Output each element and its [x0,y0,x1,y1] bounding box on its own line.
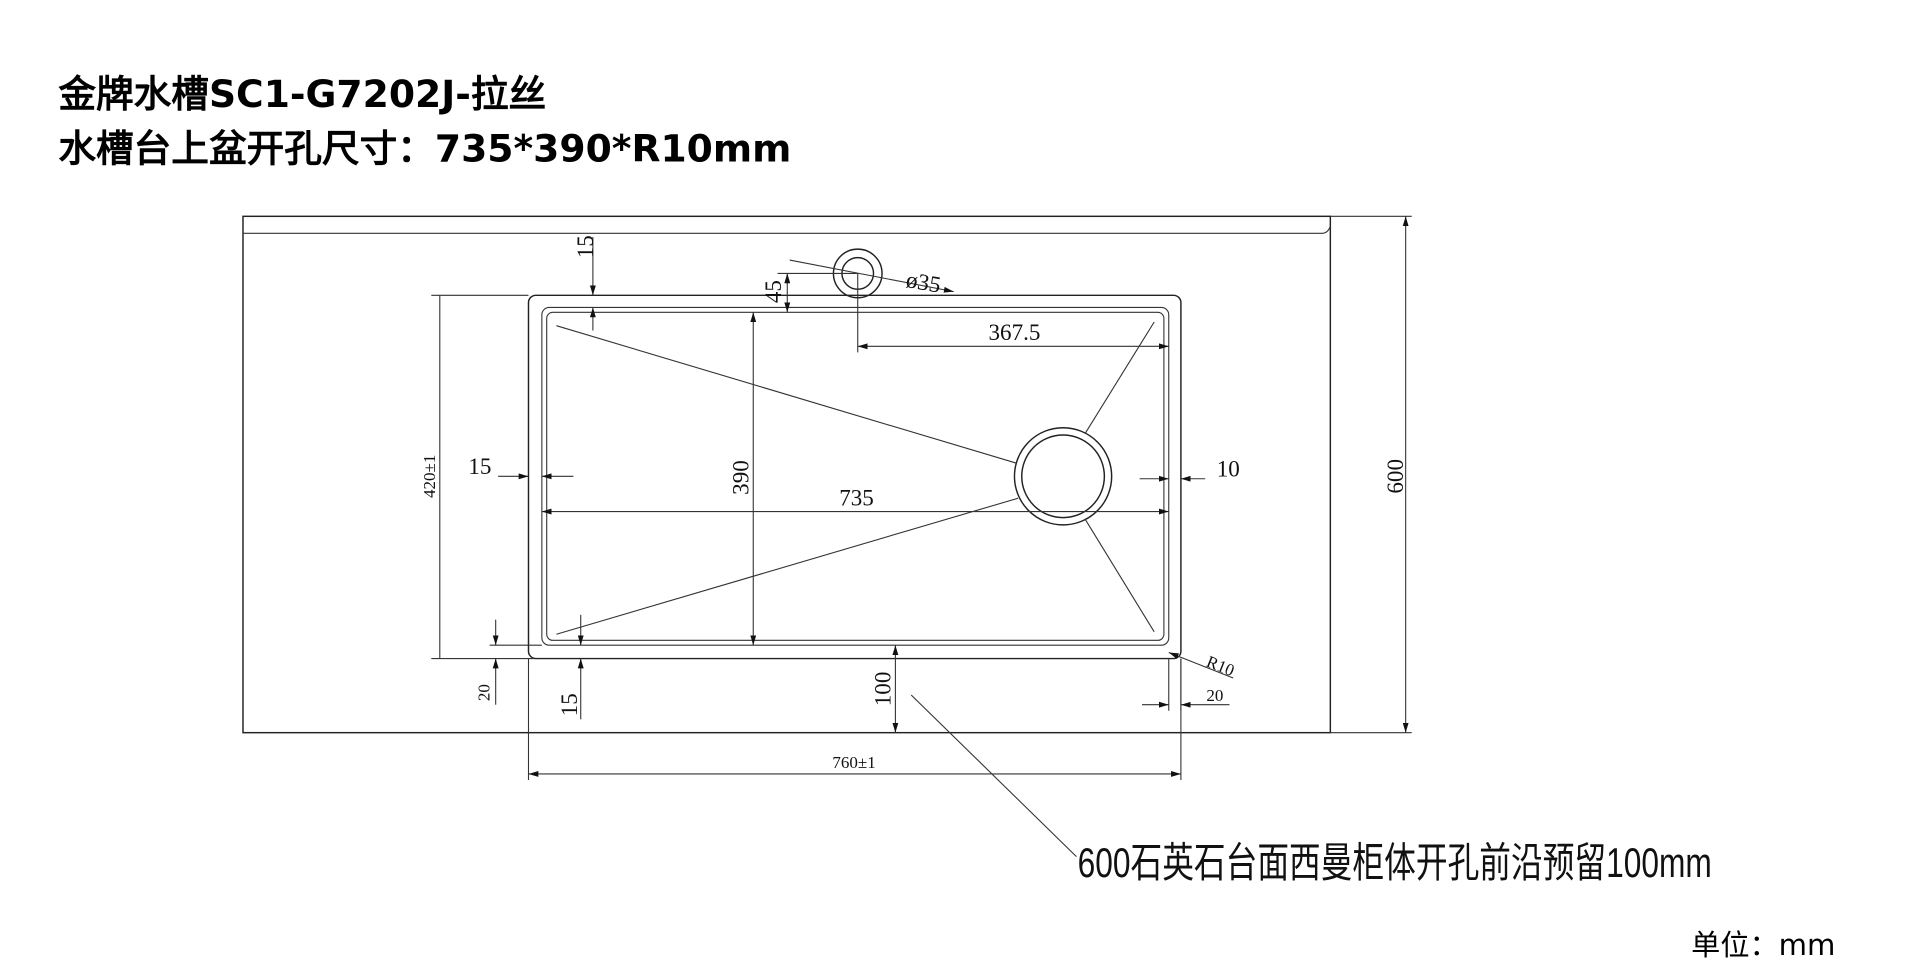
dim-label-735: 735 [839,484,874,510]
dim-label-760: 760±1 [832,753,875,772]
dimension-367-5: 367.5 [857,273,1169,353]
drawing-subtitle: 水槽台上盆开孔尺寸：735*390*R10mm [58,127,791,171]
dim-label-left-15: 15 [468,453,491,479]
dim-label-bottom-15: 15 [556,693,582,716]
dimension-left-15: 15 [468,453,574,480]
dimension-390: 390 [727,312,757,646]
dimension-760: 760±1 [527,658,1182,781]
dim-label-r10: R10 [1204,652,1237,680]
dimension-100: 100 [870,645,899,733]
front-reserve-note: 600石英石台面西曼柜体开孔前沿预留100mm [1078,840,1712,886]
dim-label-600: 600 [1382,459,1408,494]
dimension-420: 420±1 [420,294,535,660]
dim-label-45: 45 [760,280,786,303]
dimension-735: 735 [541,484,1169,515]
dimension-45: 45 [760,272,858,313]
dim-label-top-15: 15 [572,235,598,258]
dimension-right-10: 10 [1139,455,1240,482]
dim-label-367-5: 367.5 [988,319,1040,345]
sink-outline [527,294,1182,660]
dimension-r10: R10 [1168,652,1237,680]
countertop-outline [242,215,1332,734]
dim-label-420: 420±1 [420,455,439,498]
dimension-bottom-15: 15 [556,614,584,720]
dimension-bottom-left-20: 20 [475,619,542,705]
dimension-top-15: 15 [572,235,598,331]
drain-circle [1013,426,1113,526]
dim-label-bottom-right-20: 20 [1206,686,1223,705]
unit-label: 单位：mm [1691,928,1835,962]
note-leader-line [910,694,1077,857]
dim-label-390: 390 [727,460,753,495]
dim-label-bottom-left-20: 20 [475,684,494,701]
drawing-title: 金牌水槽SC1-G7202J-拉丝 [58,72,546,116]
dim-label-100: 100 [870,672,896,707]
dim-label-right-10: 10 [1217,455,1240,481]
slope-lines [556,321,1155,635]
dim-label-faucet-hole: ø35 [904,266,943,298]
dimension-600: 600 [1330,215,1412,734]
